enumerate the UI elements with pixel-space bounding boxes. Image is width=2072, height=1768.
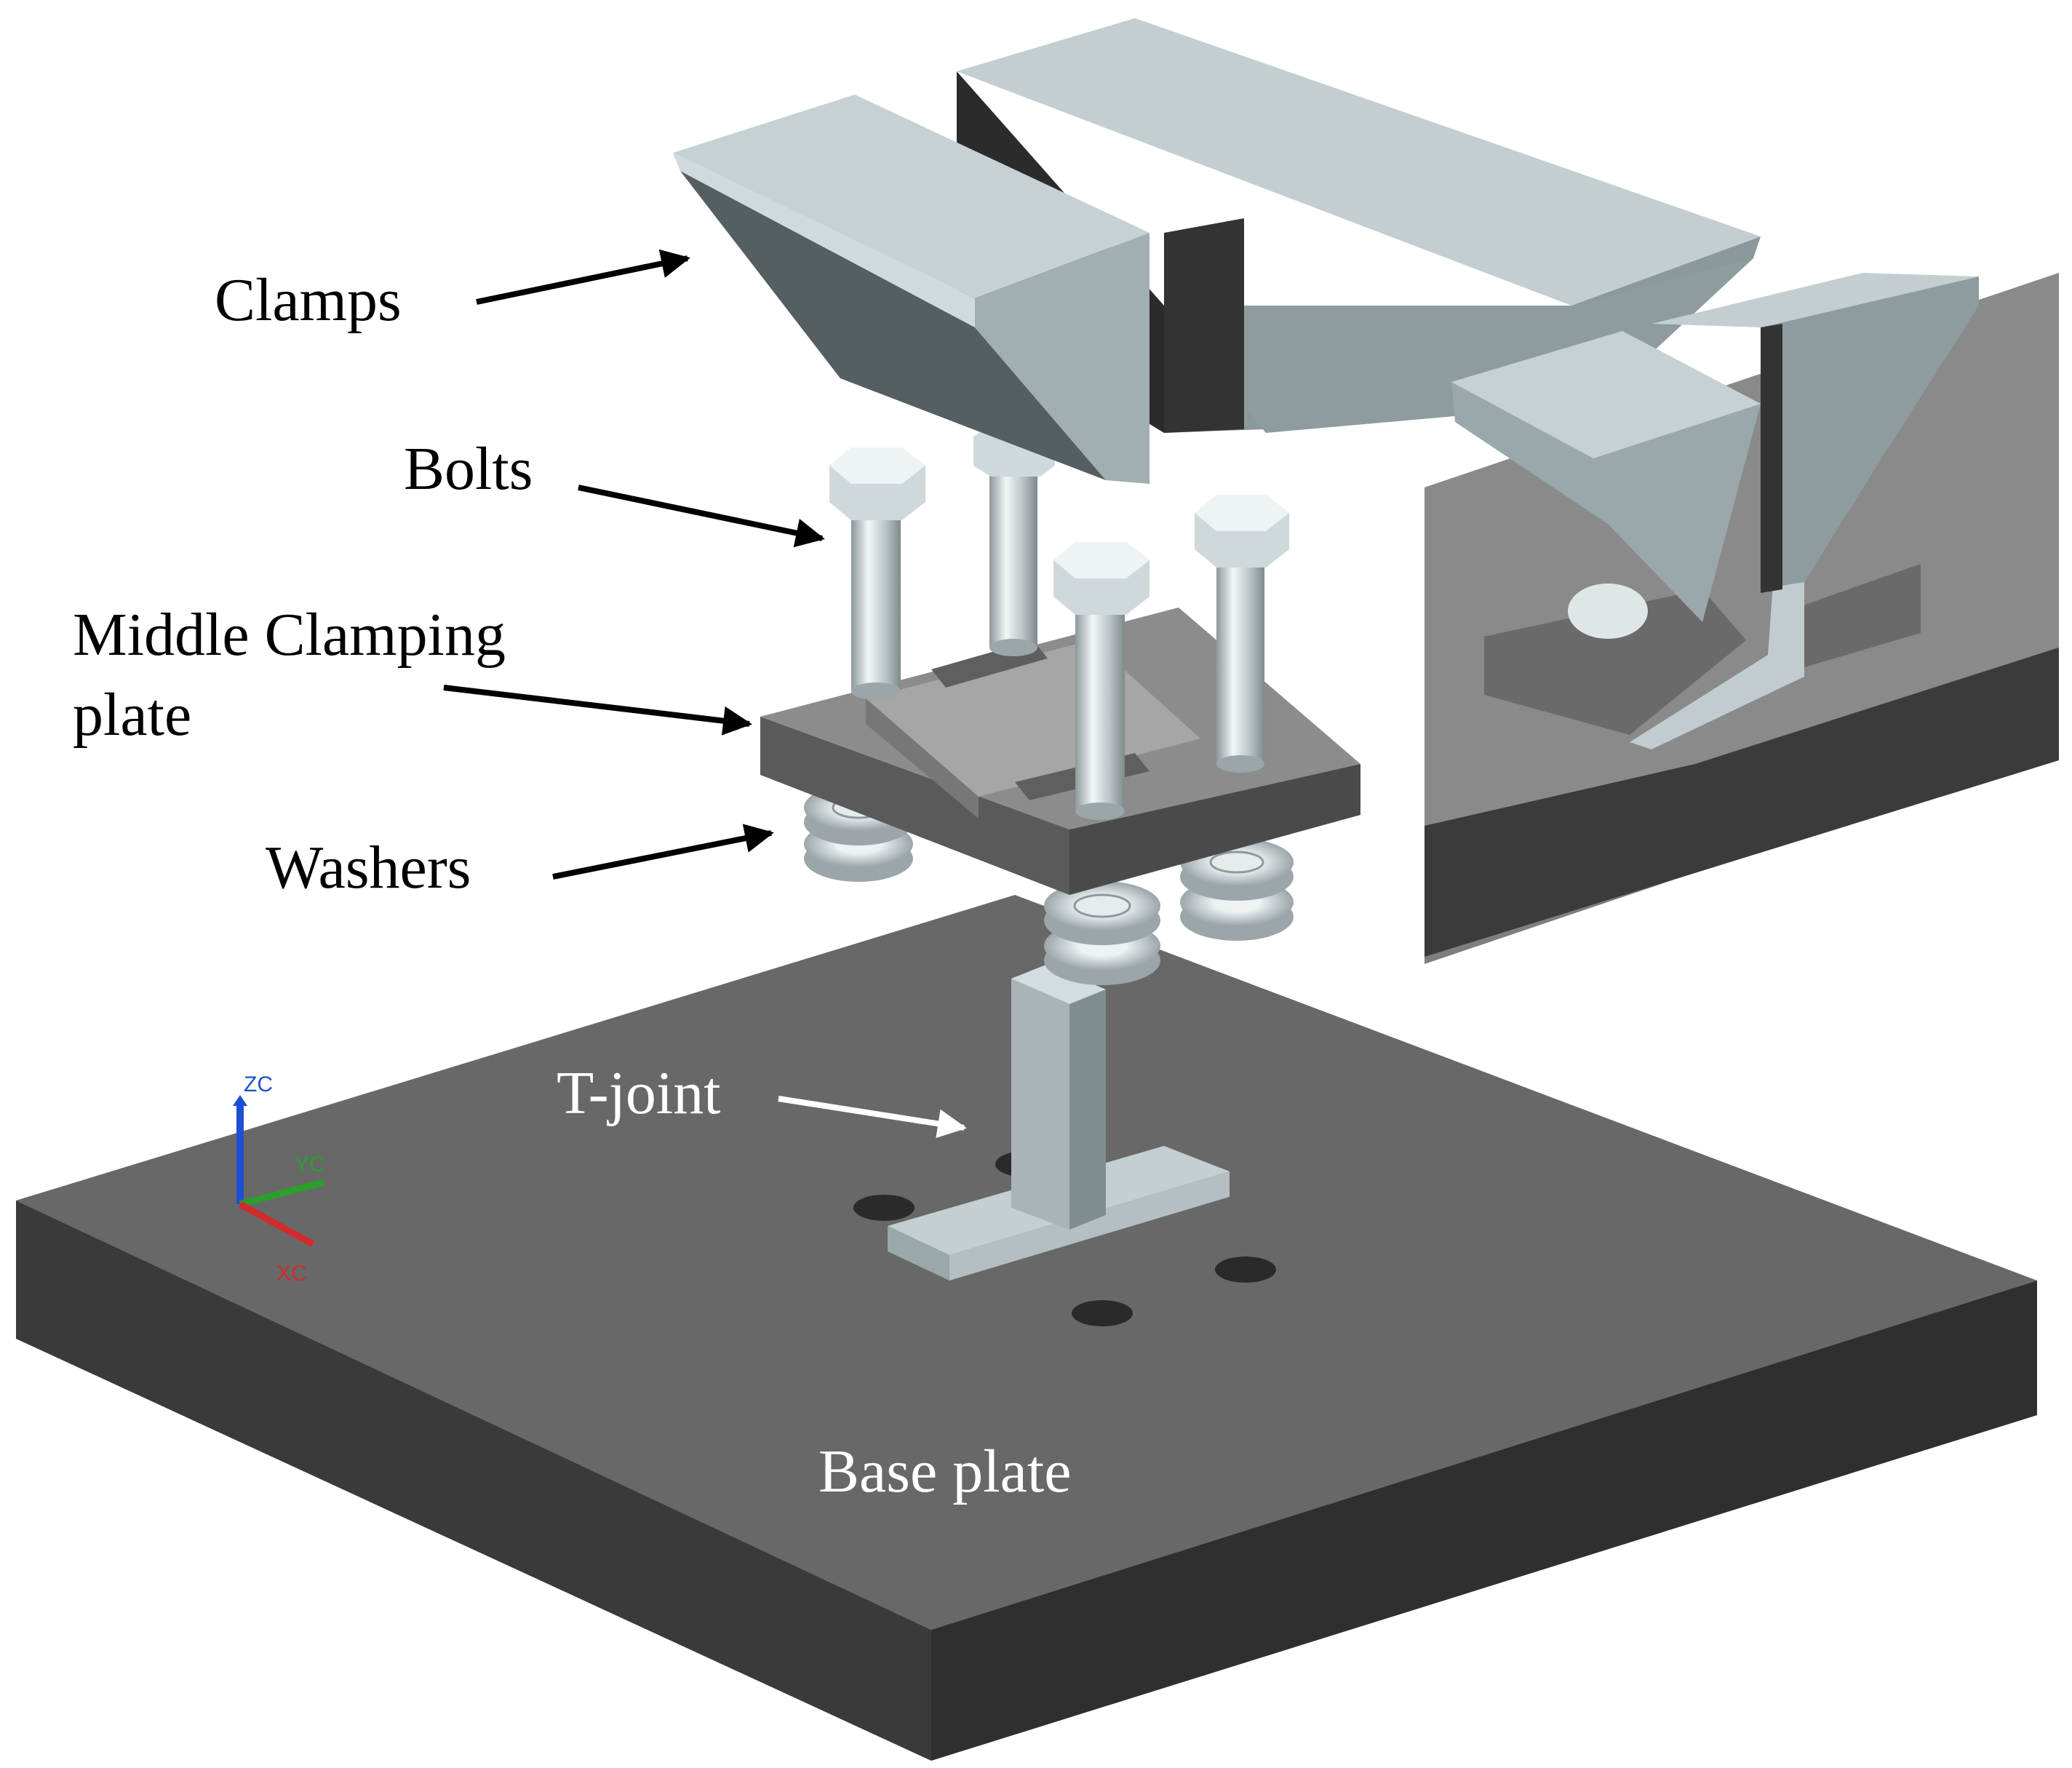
base-plate-hole [853,1195,915,1221]
inset-bolt-head [1568,584,1648,639]
y-axis-label: YC [295,1152,325,1176]
middle-plate-arrow [443,685,752,736]
base-plate-front-right [931,1281,2037,1761]
inset-assembled-view [1424,273,2059,964]
plate-front [760,717,1069,895]
plate-side [1069,764,1360,895]
base-plate-front-left [16,1200,931,1761]
t-joint-web-top [1011,964,1106,1004]
clamps: Clamps [215,18,1761,484]
clamps-label: Clamps [215,266,402,334]
bolts: Bolts [404,426,1289,820]
bolt [1053,542,1149,820]
bolt [829,447,925,700]
middle-plate-label-line2: plate [73,681,191,749]
washers-label: Washers [266,834,471,901]
clamp-right-top [957,18,1761,306]
inset-plate-right [1797,564,1921,669]
t-joint-web-front [1011,979,1069,1230]
bolts-arrow [578,485,825,548]
base-plate-hole [1215,1257,1276,1283]
inset-plate-left [1484,589,1746,735]
t-joint-flange-side [949,1171,1230,1281]
clamp-left-slant [680,171,1106,480]
z-axis-label: ZC [244,1072,273,1096]
clamp-left-end [975,233,1149,484]
base-plate-hole [1072,1300,1133,1326]
t-joint-arrow [778,1096,967,1139]
y-axis [239,1179,325,1208]
inset-clamp-right [1761,276,1979,589]
clamps-arrow [476,249,690,305]
washer-stack [1180,838,1294,941]
clamp-left-front [673,153,975,327]
t-joint: T-joint [557,964,1230,1281]
coordinate-axes: ZC YC XC [233,1072,325,1286]
washers-arrow [552,824,774,880]
washer-stack [1044,881,1160,985]
inset-base-front [1424,640,2059,957]
inset-clamp-right-top [1651,273,1979,327]
base-plate-top [16,895,2037,1630]
x-axis-label: XC [276,1262,307,1286]
middle-plate-label-line1: Middle Clamping [73,601,506,669]
t-joint-flange-front [888,1226,949,1281]
inset-clamp-left-top [1451,331,1761,458]
bolt [1195,495,1289,773]
bolt [973,426,1055,656]
bolts-label: Bolts [404,435,533,503]
z-axis-tip [233,1095,247,1106]
clamp-right-hatch [1164,218,1244,433]
plate-raised-front [866,698,979,819]
t-joint-web-side [1069,989,1106,1230]
x-axis [238,1201,315,1247]
inset-clamp-hatch [1761,324,1782,593]
inset-t-joint [1630,444,1804,749]
t-joint-label: T-joint [557,1059,721,1127]
base-plate-label: Base plate [818,1438,1072,1505]
base-plate: Base plate [16,895,2037,1761]
clamp-left-top [673,95,1149,298]
